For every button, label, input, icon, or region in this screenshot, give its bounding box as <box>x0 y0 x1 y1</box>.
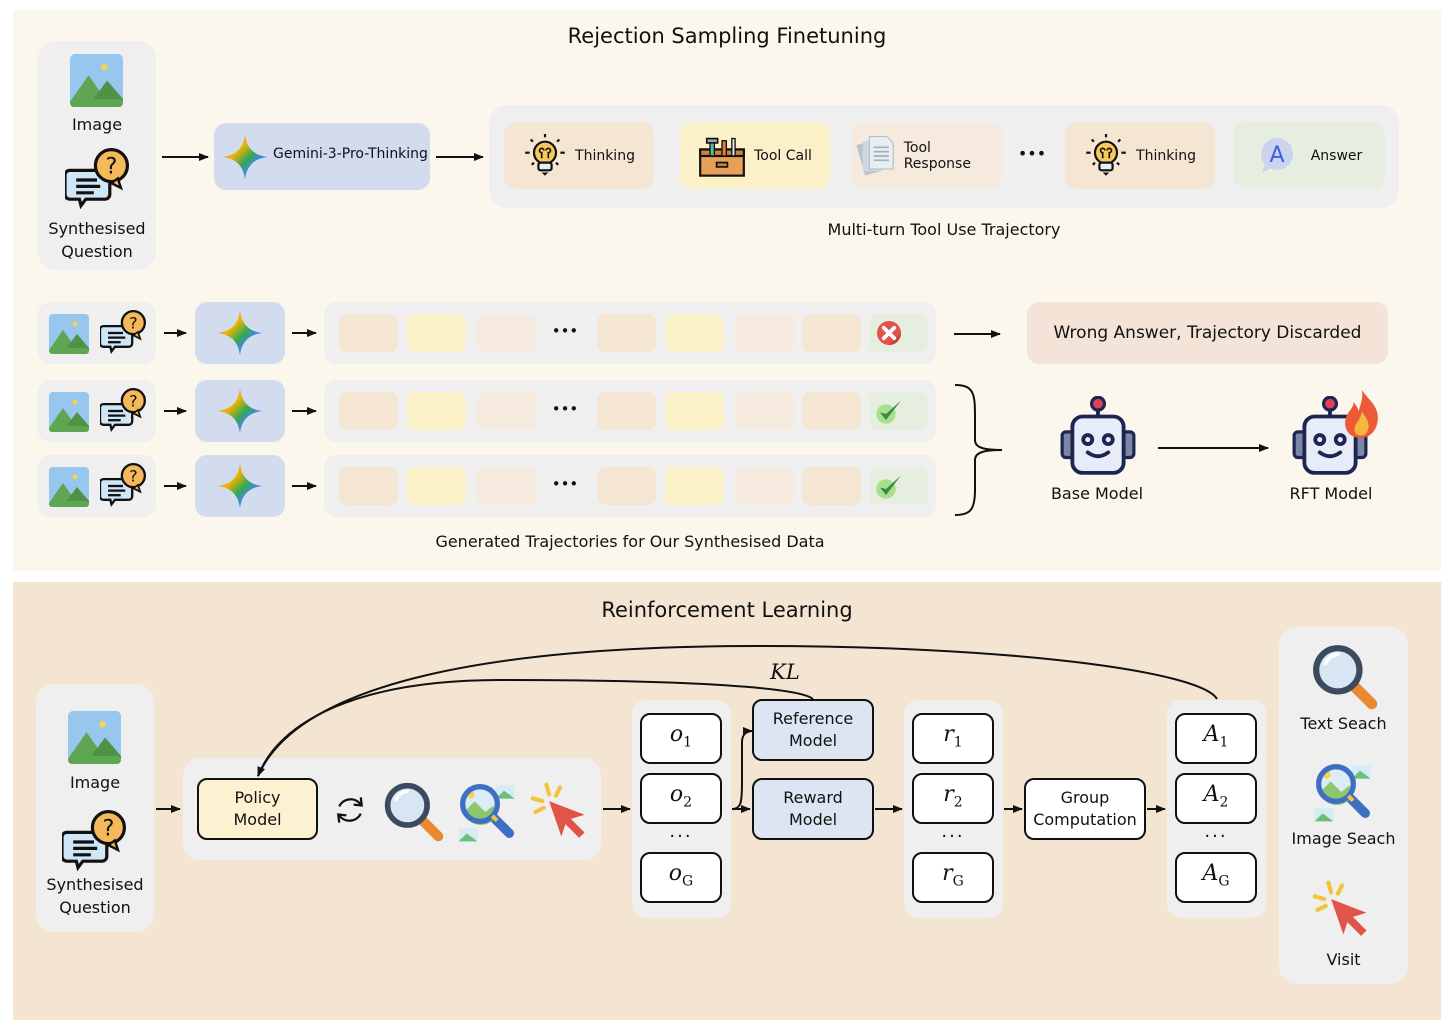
base-model-label: Base Model <box>1050 484 1144 503</box>
rft-title: Rejection Sampling Finetuning <box>567 24 887 48</box>
kl-label: KL <box>770 660 800 684</box>
kl-curve <box>257 678 814 777</box>
rft-image-label: Image <box>71 115 123 134</box>
trajectory-caption: Multi-turn Tool Use Trajectory <box>827 220 1061 239</box>
reward-node: r1 <box>912 713 994 764</box>
row-step-block <box>477 392 536 430</box>
row-step-block <box>339 314 398 352</box>
output-node: o2 <box>640 773 722 824</box>
tool-label-visit: Visit <box>1326 950 1361 969</box>
row-step-block <box>735 392 794 430</box>
row-step-block <box>597 392 656 430</box>
row-step-block <box>665 392 724 430</box>
gemini-model-label: Gemini-3-Pro-Thinking <box>273 146 428 162</box>
row-step-block <box>407 314 466 352</box>
row-step-block <box>665 314 724 352</box>
rl-question-label-1: Synthesised <box>46 875 144 894</box>
reward-node: r2 <box>912 773 994 824</box>
row-step-block <box>597 467 656 505</box>
output-node: o1 <box>640 713 722 764</box>
trajectory-step-tool-response: Tool Response <box>852 122 1002 189</box>
discard-label: Wrong Answer, Trajectory Discarded <box>1053 323 1362 343</box>
discard-box: Wrong Answer, Trajectory Discarded <box>1027 302 1388 364</box>
advantage-node: A2 <box>1175 773 1257 824</box>
output-ellipsis: ··· <box>669 826 693 847</box>
row-step-block <box>802 467 861 505</box>
generated-caption: Generated Trajectories for Our Synthesis… <box>435 532 825 551</box>
advantage-feedback-curve <box>257 644 1218 777</box>
trajectory-step-thinking: Thinking <box>504 122 654 189</box>
row-step-block <box>339 467 398 505</box>
row-step-block <box>339 392 398 430</box>
rl-question-label-2: Question <box>59 898 131 917</box>
row-step-block <box>802 314 861 352</box>
curly-brace <box>954 384 1003 516</box>
rft-question-label-1: Synthesised <box>48 219 146 238</box>
row-step-block <box>407 467 466 505</box>
row-step-block <box>597 314 656 352</box>
arrow-outputs-to-reference <box>731 727 753 810</box>
advantage-ellipsis: ··· <box>1204 826 1228 847</box>
row-step-block <box>477 314 536 352</box>
trajectory-ellipsis: ••• <box>1017 144 1047 163</box>
rft-model-label: RFT Model <box>1289 484 1373 503</box>
row-step-block <box>802 392 861 430</box>
row-step-block <box>665 467 724 505</box>
output-node: oG <box>640 852 722 903</box>
rft-question-label-2: Question <box>61 242 133 261</box>
row-step-block <box>735 314 794 352</box>
row-ellipsis: ••• <box>551 475 579 493</box>
reward-ellipsis: ··· <box>941 826 965 847</box>
row-ellipsis: ••• <box>551 400 579 418</box>
row-step-block <box>735 467 794 505</box>
trajectory-step-thinking-2: Thinking <box>1065 122 1215 189</box>
tool-label-text-search: Text Seach <box>1300 714 1387 733</box>
advantage-node: AG <box>1175 852 1257 903</box>
trajectory-step-tool-call: Tool Call <box>680 122 830 189</box>
row-step-block <box>407 392 466 430</box>
rl-image-label: Image <box>69 773 121 792</box>
tool-label-image-search: Image Seach <box>1291 829 1396 848</box>
row-step-block <box>477 467 536 505</box>
row-ellipsis: ••• <box>551 322 579 340</box>
reward-node: rG <box>912 852 994 903</box>
advantage-node: A1 <box>1175 713 1257 764</box>
rl-title: Reinforcement Learning <box>601 598 853 622</box>
trajectory-step-answer: Answer <box>1234 122 1385 189</box>
